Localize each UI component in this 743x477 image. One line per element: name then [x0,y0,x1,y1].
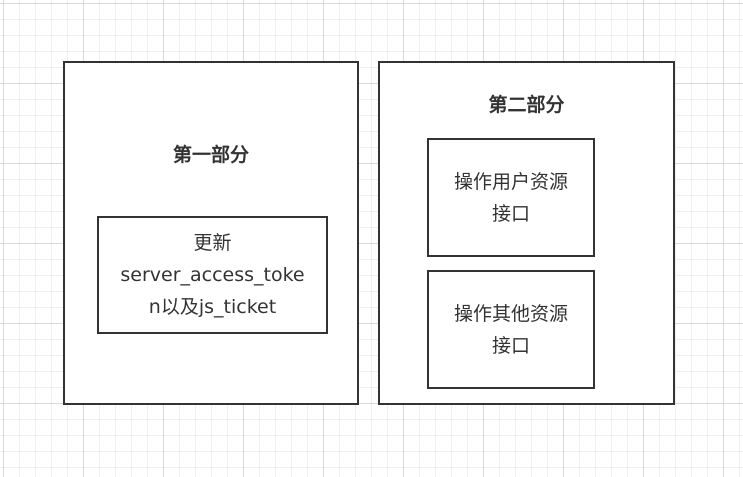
other-resource-api-line-2: 接口 [491,334,530,357]
update-token-line-3: n以及js_ticket [148,296,277,318]
other-resource-api-label: 操作其他资源 接口 [448,298,574,362]
part1-title: 第一部分 [172,144,249,166]
update-token-line-2: server_access_toke [120,264,305,286]
part2-container[interactable]: 第二部分 操作用户资源 接口 操作其他资源 接口 [378,61,675,405]
part1-container[interactable]: 第一部分 更新 server_access_toke n以及js_ticket [63,61,359,405]
update-token-node[interactable]: 更新 server_access_toke n以及js_ticket [97,216,328,334]
user-resource-api-line-2: 接口 [491,202,530,225]
user-resource-api-label: 操作用户资源 接口 [448,166,574,230]
update-token-label: 更新 server_access_toke n以及js_ticket [114,227,310,323]
other-resource-api-line-1: 操作其他资源 [453,302,568,325]
user-resource-api-line-1: 操作用户资源 [453,170,568,193]
user-resource-api-node[interactable]: 操作用户资源 接口 [427,138,595,257]
update-token-line-1: 更新 [193,232,232,254]
part2-title: 第二部分 [488,94,565,116]
other-resource-api-node[interactable]: 操作其他资源 接口 [427,270,595,389]
